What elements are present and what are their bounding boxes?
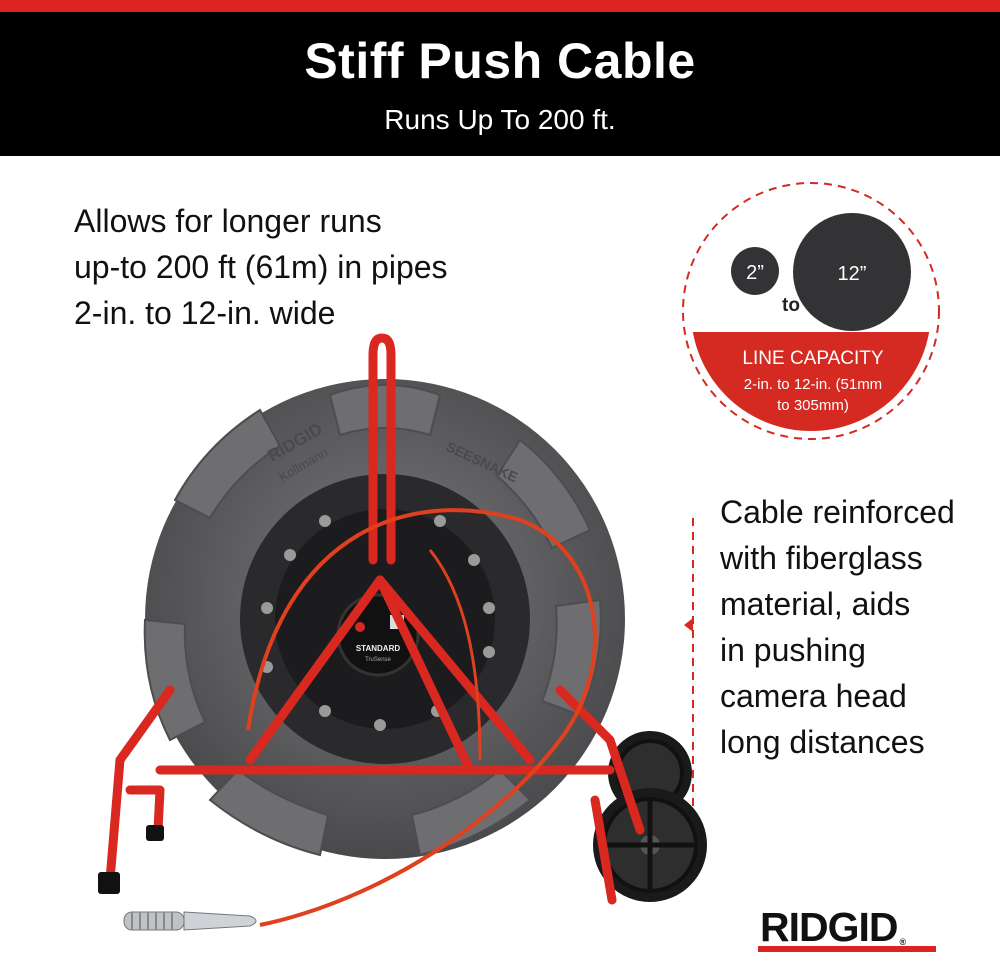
feature-line: long distances [720, 724, 925, 760]
push-cable [246, 508, 597, 927]
frame-foot [146, 825, 164, 841]
feature-description-right: Cable reinforced with fiberglass materia… [720, 489, 990, 765]
feature-line: 2-in. to 12-in. wide [74, 295, 336, 331]
large-pipe-label: 12” [838, 263, 867, 285]
line-capacity-badge: 2” to 12” LINE CAPACITY 2-in. to 12-in. … [682, 182, 940, 440]
camera-head [123, 911, 257, 931]
feature-line: with fiberglass [720, 540, 923, 576]
cable-callout-line [684, 518, 694, 820]
hub-label: STANDARD [356, 644, 401, 653]
feature-line: up-to 200 ft (61m) in pipes [74, 249, 448, 285]
feature-line: in pushing [720, 632, 866, 668]
header-banner: Stiff Push Cable Runs Up To 200 ft. [0, 12, 1000, 156]
brand-logo-text: RIDGID [760, 904, 898, 950]
line-capacity-detail: 2-in. to 12-in. (51mm [744, 376, 882, 393]
feature-line: Cable reinforced [720, 494, 955, 530]
feature-description-left: Allows for longer runs up-to 200 ft (61m… [74, 198, 494, 336]
feature-line: material, aids [720, 586, 911, 622]
page-subtitle: Runs Up To 200 ft. [384, 104, 616, 135]
badge-dashed-ring [682, 182, 940, 440]
small-pipe-label: 2” [746, 262, 764, 284]
hub-sub-label: TruSense [365, 657, 391, 663]
registered-mark: ® [899, 937, 907, 947]
top-accent-stripe [0, 0, 1000, 12]
small-pipe-circle [731, 247, 779, 295]
line-capacity-heading: LINE CAPACITY [742, 348, 883, 369]
large-pipe-circle [793, 213, 911, 331]
brand-logo: RIDGID® [760, 904, 907, 951]
feature-line: camera head [720, 678, 907, 714]
cable-reel: RIDGID Kollmann SEESNAKE STANDARD TruSen… [143, 379, 625, 859]
frame-foot [98, 872, 120, 894]
to-label: to [782, 295, 800, 316]
line-capacity-detail: to 305mm) [777, 397, 849, 414]
feature-line: Allows for longer runs [74, 203, 382, 239]
page-title: Stiff Push Cable [304, 33, 696, 89]
brand-logo-bar [758, 946, 936, 952]
